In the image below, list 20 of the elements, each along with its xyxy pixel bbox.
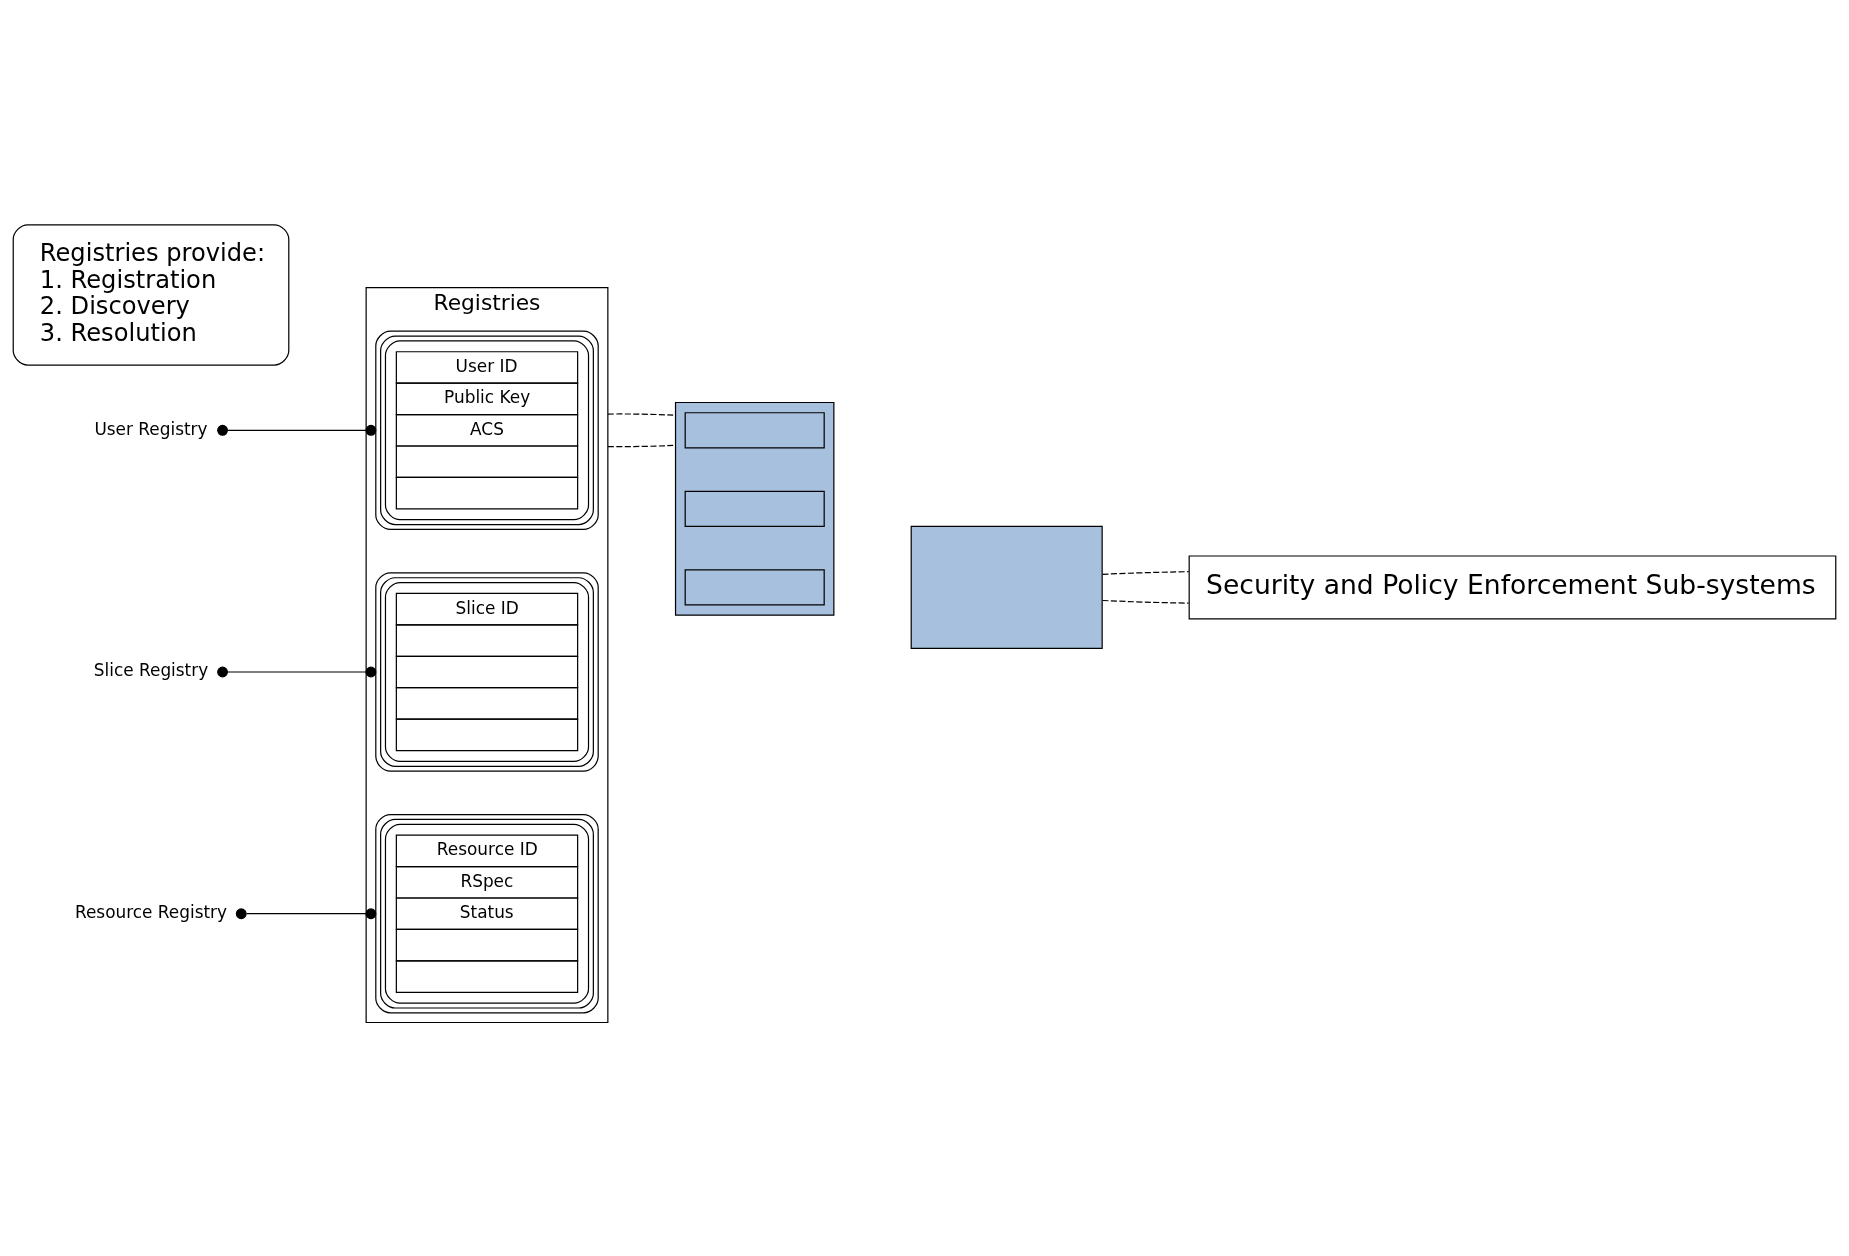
cluster — [674, 401, 835, 616]
node-text: Slice Registry — [93, 659, 209, 680]
connector — [235, 907, 377, 919]
connector — [607, 444, 677, 447]
node-text: User Registry — [94, 418, 208, 439]
node-box — [684, 568, 825, 606]
node-box: Resource ID RSpec Status — [375, 813, 599, 1013]
node-box: Registries provide: 1. Registration 2. Discovery 3. Resolution — [12, 223, 290, 366]
node-box — [684, 411, 825, 448]
connector — [217, 424, 377, 436]
connector — [1101, 570, 1190, 575]
connector — [607, 412, 677, 416]
node-box — [910, 525, 1103, 649]
connector — [1101, 599, 1190, 604]
node-box: Security and Policy Enforcement Sub-systems — [1188, 554, 1837, 619]
node-text: Resource Registry — [74, 901, 228, 922]
node-box — [684, 490, 825, 527]
node-box: User ID Public Key ACS — [375, 330, 599, 530]
node-box: Slice ID — [375, 571, 599, 772]
connector — [217, 666, 377, 677]
